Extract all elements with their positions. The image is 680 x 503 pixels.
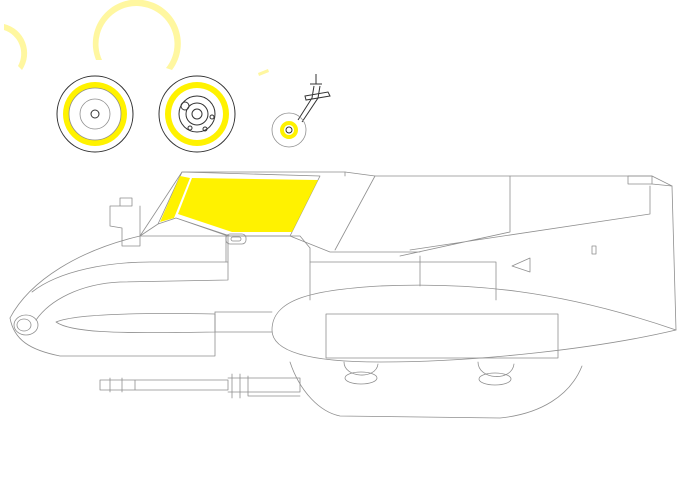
canopy-latch bbox=[225, 233, 247, 245]
spine-panel-lines bbox=[289, 171, 651, 301]
wheel-right-axle bbox=[191, 108, 203, 120]
nose-wheel-mask bbox=[280, 121, 299, 139]
fairing-panel bbox=[325, 313, 559, 359]
nose-strut bbox=[297, 74, 331, 123]
mid-fuselage-lines bbox=[309, 255, 497, 301]
small-vent bbox=[591, 245, 597, 255]
nose-inner-contour bbox=[31, 261, 229, 321]
wheel-left-axle bbox=[90, 109, 100, 119]
vent-triangle bbox=[511, 257, 531, 273]
nose-probe-inner bbox=[16, 318, 32, 332]
belly-pod-right bbox=[478, 372, 512, 386]
main-wheel-right bbox=[158, 75, 236, 153]
nose-gear bbox=[271, 74, 331, 148]
tail-panel bbox=[627, 175, 653, 185]
wheel-left-hub bbox=[68, 87, 122, 141]
wheel-right-bolt-2 bbox=[187, 125, 193, 131]
canopy-masks bbox=[160, 176, 318, 232]
belly-pod-left bbox=[344, 371, 378, 385]
gun-barrel bbox=[99, 373, 301, 399]
wheel-right-bolt-4 bbox=[209, 114, 215, 120]
canopy-windscreen-mask bbox=[160, 176, 190, 222]
partial-ring-left bbox=[4, 24, 28, 70]
main-wheel-hub-mask-right bbox=[165, 82, 230, 146]
canopy-latch-inner bbox=[230, 236, 242, 242]
small-mask-dash bbox=[258, 69, 269, 76]
cockpit-coaming bbox=[139, 235, 311, 263]
fuselage bbox=[9, 171, 677, 419]
fuselage-upper-outline bbox=[9, 171, 677, 331]
belly-outline bbox=[289, 361, 583, 419]
nose-wheel-outer bbox=[271, 112, 307, 148]
partial-ring-top bbox=[92, 0, 181, 70]
sight-box bbox=[109, 197, 141, 247]
wheel-right-bolt-1 bbox=[180, 101, 190, 111]
nose-wheel-axle bbox=[285, 126, 293, 134]
nose-probe-outer bbox=[13, 314, 39, 336]
wheel-right-hub-inner bbox=[185, 102, 209, 126]
intake-fairing bbox=[271, 284, 677, 363]
tail-upper-line bbox=[651, 183, 673, 187]
main-wheel-hub-mask-left bbox=[63, 82, 128, 146]
intake-fairing-joint bbox=[214, 311, 273, 333]
wheel-right-outer bbox=[158, 75, 236, 153]
wheel-right-bolt-3 bbox=[202, 126, 208, 132]
wheel-left-outer bbox=[56, 75, 134, 153]
fuselage-lower-nose bbox=[9, 311, 216, 357]
side-stripe bbox=[55, 313, 216, 334]
main-wheel-left bbox=[56, 75, 134, 153]
canopy-main-glazing-mask bbox=[178, 178, 318, 232]
wheel-left-inner bbox=[79, 98, 111, 130]
wheel-right-hub-ring bbox=[178, 95, 216, 133]
belly-blisters bbox=[343, 361, 515, 377]
partial-circle-masks bbox=[4, 0, 269, 76]
